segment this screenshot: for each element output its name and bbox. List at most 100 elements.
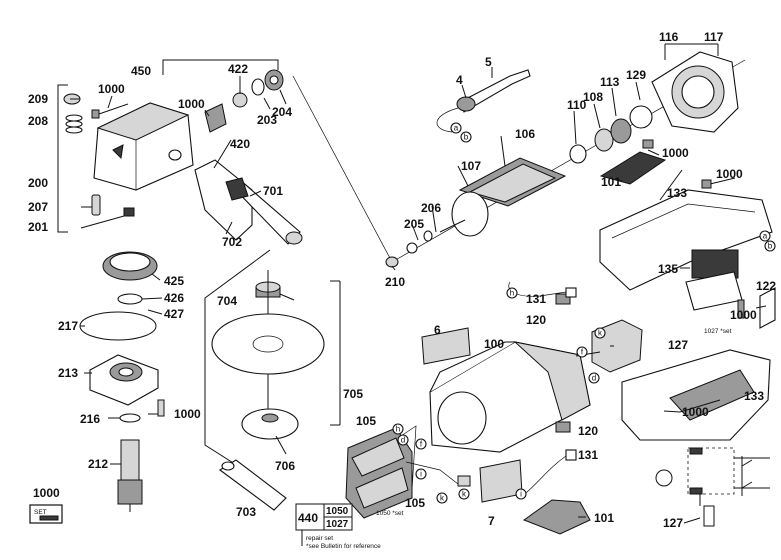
label-110: 110: [567, 98, 587, 112]
letter-d-2: d: [592, 374, 596, 383]
letter-b-1: b: [464, 133, 469, 142]
label-208: 208: [28, 114, 48, 128]
label-4: 4: [456, 73, 463, 87]
label-705: 705: [343, 387, 363, 401]
label-702: 702: [222, 235, 242, 249]
letter-b-2: b: [768, 242, 773, 251]
label-207: 207: [28, 200, 48, 214]
lock-pin: [91, 194, 101, 216]
label-213: 213: [58, 366, 78, 380]
label-210: 210: [385, 275, 405, 289]
label-440: 440: [298, 511, 318, 525]
repair-set-box: 440 1050 1027 repair set *see Bulletin f…: [295, 503, 381, 550]
lock-washer: [123, 207, 135, 217]
letter-d-1: d: [401, 436, 405, 445]
label-113: 113: [600, 75, 620, 89]
label-117: 117: [704, 30, 724, 44]
label-1000-a: 1000: [98, 82, 125, 96]
label-116: 116: [659, 30, 679, 44]
screw: [91, 103, 129, 119]
letter-i-2: i: [520, 490, 522, 499]
label-427: 427: [164, 307, 184, 321]
label-425: 425: [164, 274, 184, 288]
note-bulletin: *see Bulletin for reference: [306, 543, 381, 550]
gear-housing-group: [57, 59, 303, 245]
label-1000-c: 1000: [662, 146, 689, 160]
label-101-a: 101: [601, 175, 621, 189]
letter-a-1: a: [454, 124, 459, 133]
spindle-stack: [79, 251, 165, 512]
label-1000-e: 1000: [730, 308, 757, 322]
brush-cover: [599, 151, 667, 185]
label-127-b: 127: [663, 516, 683, 530]
label-203: 203: [257, 113, 277, 127]
note-1050-set: 1050 *set: [376, 510, 404, 517]
label-1027: 1027: [326, 519, 349, 530]
leader-lines: [70, 43, 767, 524]
label-1000-h: 1000: [33, 486, 60, 500]
label-122: 122: [756, 279, 776, 293]
label-200: 200: [28, 176, 48, 190]
letter-f-1: f: [420, 440, 423, 449]
label-420: 420: [230, 137, 250, 151]
backing-flange: [241, 408, 299, 440]
label-217: 217: [58, 319, 78, 333]
letter-f-2: f: [581, 348, 584, 357]
label-1000-b: 1000: [178, 97, 205, 111]
rear-handle-half: [599, 189, 773, 291]
label-7: 7: [488, 514, 495, 528]
letter-k-2: k: [462, 490, 467, 499]
label-209: 209: [28, 92, 48, 106]
label-204: 204: [272, 105, 292, 119]
label-105-a: 105: [356, 414, 376, 428]
label-1000-g: 1000: [682, 405, 709, 419]
label-212: 212: [88, 457, 108, 471]
letter-k-1: k: [440, 494, 445, 503]
pinion-stack: [204, 69, 284, 133]
label-1000-f: 1000: [174, 407, 201, 421]
letter-h-2: h: [396, 425, 400, 434]
label-127-a: 127: [668, 338, 688, 352]
label-206: 206: [421, 201, 441, 215]
o-ring: [79, 311, 157, 341]
label-201: 201: [28, 220, 48, 234]
label-135: 135: [658, 262, 678, 276]
motor-housing-group: [345, 177, 776, 535]
label-129: 129: [626, 68, 646, 82]
letter-i-1: i: [420, 470, 422, 479]
label-131-b: 131: [578, 448, 598, 462]
label-1050: 1050: [326, 506, 349, 517]
label-422: 422: [228, 62, 248, 76]
letter-h-1: h: [510, 289, 514, 298]
letter-k-3: k: [598, 329, 603, 338]
label-205: 205: [404, 217, 424, 231]
label-133-a: 133: [667, 186, 687, 200]
label-108: 108: [583, 90, 603, 104]
bottom-cover: [522, 499, 591, 535]
circuit-diagram: [655, 447, 770, 527]
label-6: 6: [434, 323, 441, 337]
label-106: 106: [515, 127, 535, 141]
set-badge: SET: [29, 504, 63, 524]
label-131-a: 131: [526, 292, 546, 306]
svg-text:SET: SET: [34, 509, 47, 516]
label-1000-d: 1000: [716, 167, 743, 181]
label-703: 703: [236, 505, 256, 519]
label-701: 701: [263, 184, 283, 198]
label-107: 107: [461, 159, 481, 173]
note-repair-set: repair set: [306, 535, 333, 542]
wheel-group: [204, 249, 341, 511]
label-120-a: 120: [526, 313, 546, 327]
label-100: 100: [484, 337, 504, 351]
label-101-b: 101: [594, 511, 614, 525]
letter-a-2: a: [763, 232, 768, 241]
label-5: 5: [485, 55, 492, 69]
label-216: 216: [80, 412, 100, 426]
label-704: 704: [217, 294, 237, 308]
label-706: 706: [275, 459, 295, 473]
connector-letters: a b a b h h d f i k k k f d i: [392, 122, 776, 504]
side-handle: [194, 159, 303, 245]
label-120-b: 120: [578, 424, 598, 438]
grinding-wheel: [211, 313, 325, 375]
